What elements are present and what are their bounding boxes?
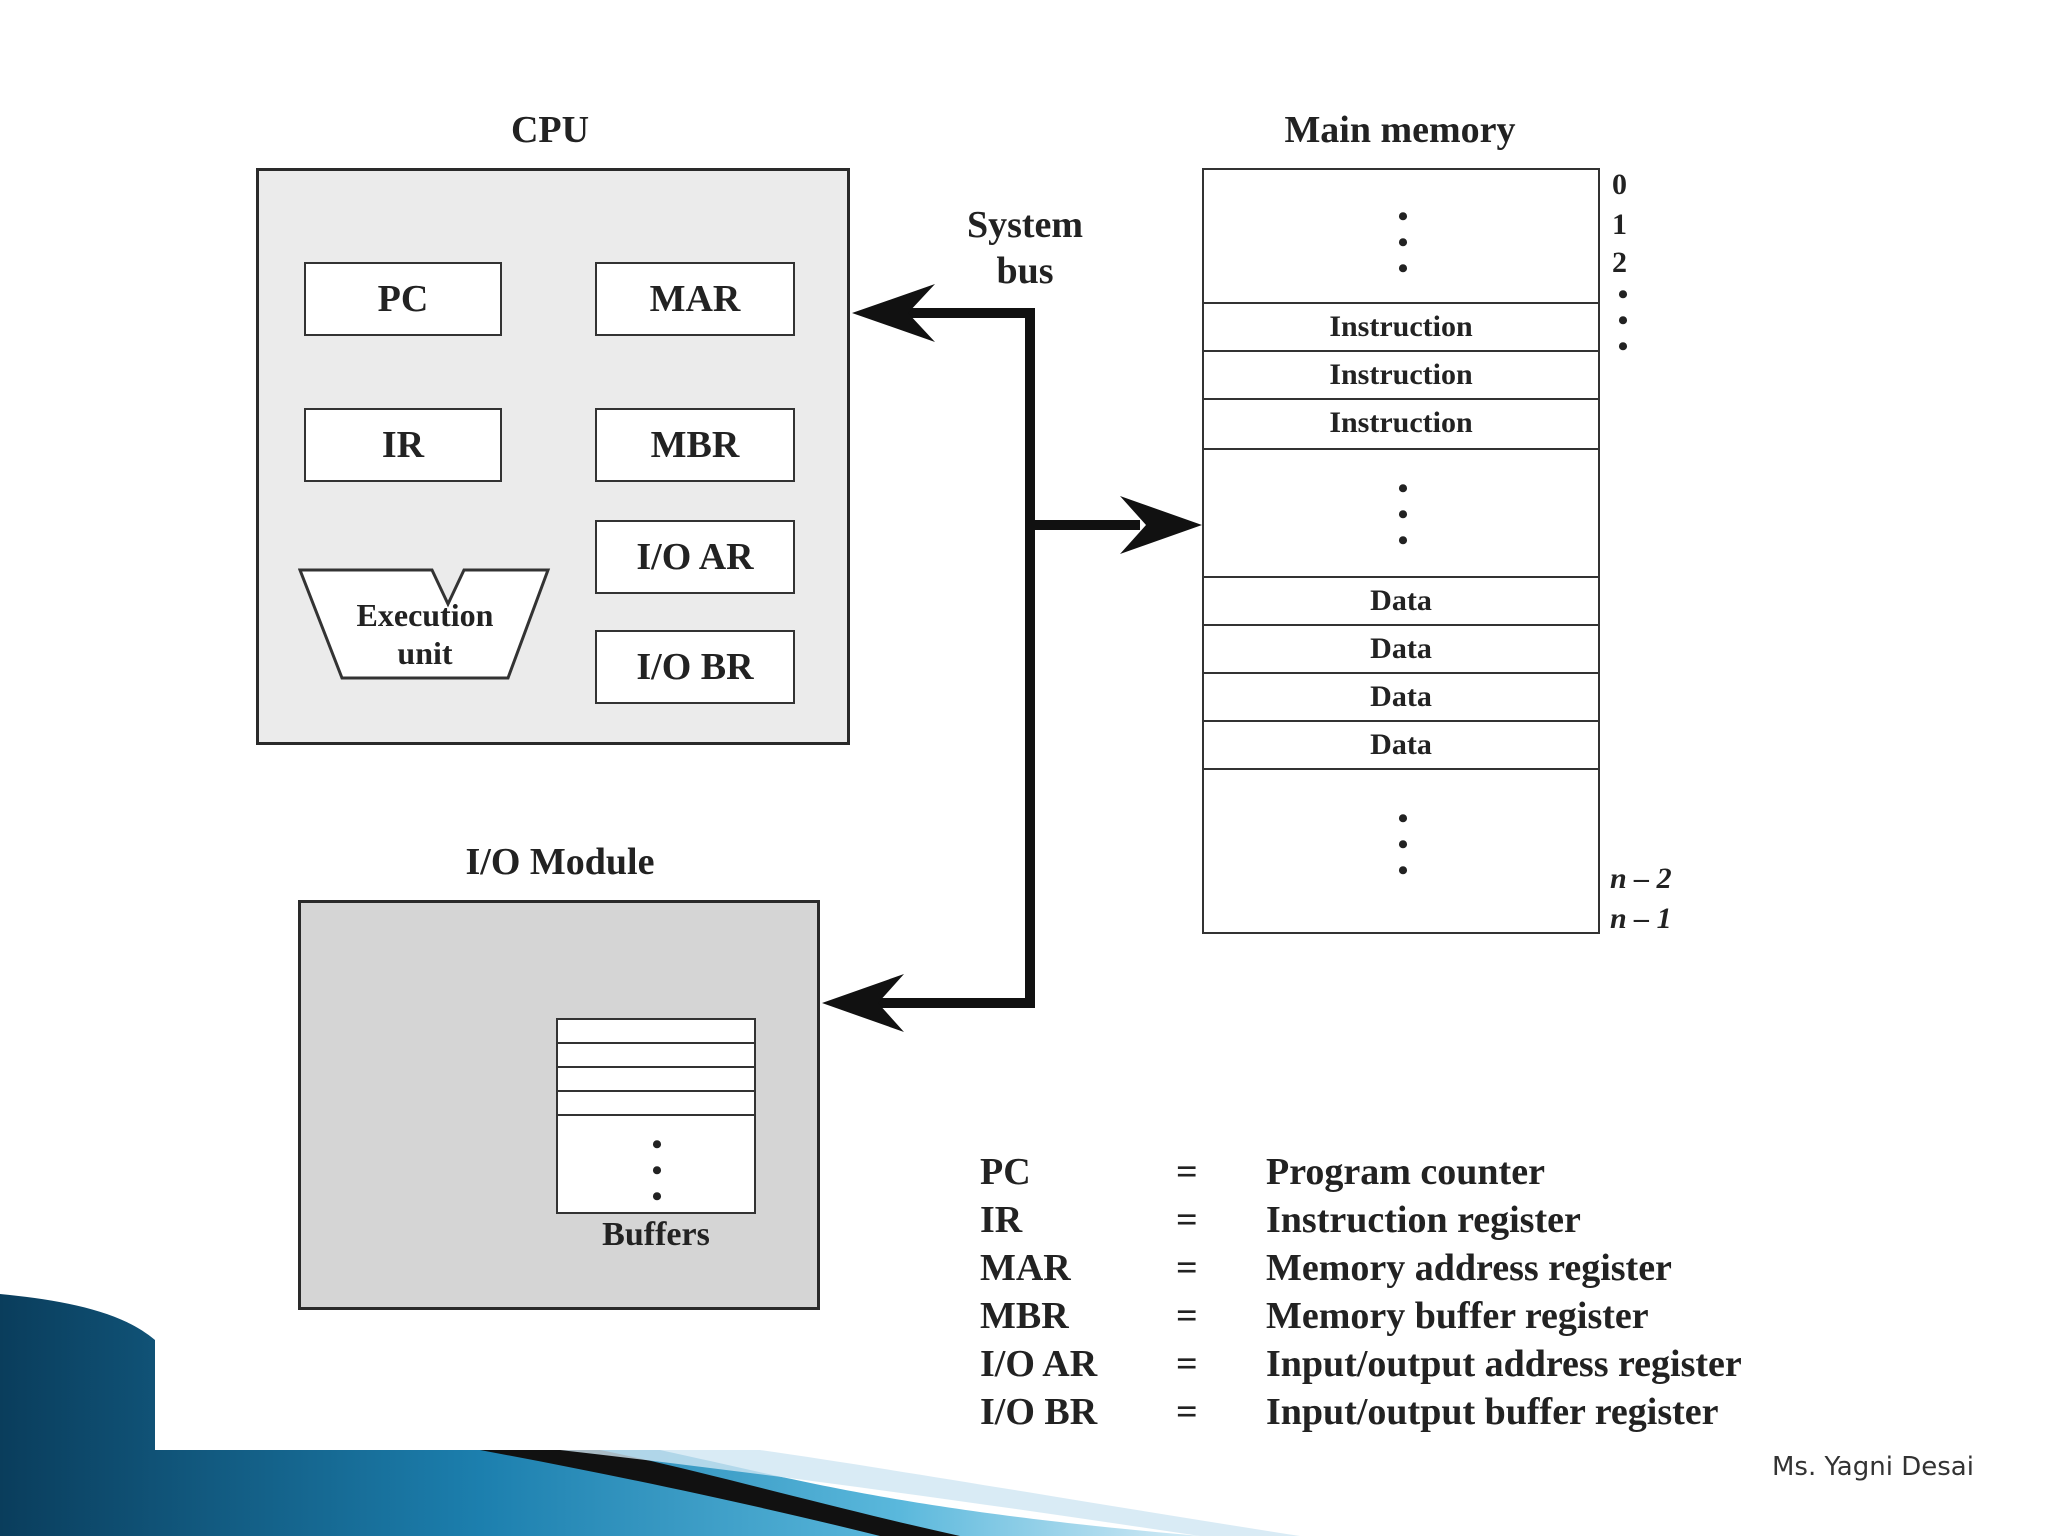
memory-divider xyxy=(1204,448,1598,450)
legend-abbr: I/O AR xyxy=(980,1343,1098,1385)
buffer-divider xyxy=(558,1114,754,1116)
execution-unit-line1: Execution xyxy=(356,597,494,633)
arrow-to-io-icon xyxy=(822,974,904,1032)
execution-unit-line2: unit xyxy=(397,635,453,671)
memory-instruction-2: Instruction xyxy=(1329,358,1473,391)
buffers-label: Buffers xyxy=(602,1216,710,1253)
system-bus-line1: System xyxy=(966,204,1084,246)
memory-divider xyxy=(1204,672,1598,674)
system-bus-line2: bus xyxy=(996,250,1054,292)
memory-divider xyxy=(1204,768,1598,770)
decorative-swoosh xyxy=(0,1294,1300,1536)
memory-divider xyxy=(1204,350,1598,352)
register-io-br: I/O BR xyxy=(595,630,795,704)
memory-bottom-dots: ••• xyxy=(1397,802,1409,887)
memory-block: ••• Instruction Instruction Instruction … xyxy=(1202,168,1600,934)
legend-description: Input/output buffer register xyxy=(1266,1391,1719,1433)
memory-divider xyxy=(1204,576,1598,578)
cpu-title: CPU xyxy=(510,109,590,151)
arrow-to-memory-icon xyxy=(1120,496,1202,554)
io-buffers: ••• xyxy=(556,1018,756,1214)
address-n-minus-2: n – 2 xyxy=(1610,862,1672,895)
legend-description: Memory buffer register xyxy=(1266,1295,1649,1337)
legend-description: Input/output address register xyxy=(1266,1343,1742,1385)
address-0: 0 xyxy=(1612,168,1627,201)
memory-data-2: Data xyxy=(1370,632,1432,665)
address-dots: ••• xyxy=(1617,278,1629,363)
address-2: 2 xyxy=(1612,246,1627,279)
memory-middle-dots: ••• xyxy=(1397,472,1409,557)
address-n-minus-1: n – 1 xyxy=(1610,902,1672,935)
legend-description: Memory address register xyxy=(1266,1247,1672,1289)
execution-unit-label: Execution unit xyxy=(330,596,520,672)
register-pc: PC xyxy=(304,262,502,336)
memory-divider xyxy=(1204,720,1598,722)
memory-divider xyxy=(1204,624,1598,626)
memory-divider xyxy=(1204,302,1598,304)
memory-data-3: Data xyxy=(1370,680,1432,713)
memory-instruction-1: Instruction xyxy=(1329,310,1473,343)
legend-description: Instruction register xyxy=(1266,1199,1581,1241)
legend-description: Program counter xyxy=(1266,1151,1545,1193)
legend-equals: = xyxy=(1176,1343,1198,1385)
memory-divider xyxy=(1204,398,1598,400)
register-mar: MAR xyxy=(595,262,795,336)
register-mbr: MBR xyxy=(595,408,795,482)
legend-equals: = xyxy=(1176,1295,1198,1337)
buffer-divider xyxy=(558,1066,754,1068)
legend-abbr: I/O BR xyxy=(980,1391,1098,1433)
legend-abbr: MAR xyxy=(980,1247,1071,1289)
legend-equals: = xyxy=(1176,1151,1198,1193)
buffer-divider xyxy=(558,1042,754,1044)
memory-data-1: Data xyxy=(1370,584,1432,617)
system-bus-label: System bus xyxy=(940,202,1110,294)
register-ir: IR xyxy=(304,408,502,482)
memory-title: Main memory xyxy=(1284,109,1516,151)
buffer-divider xyxy=(558,1090,754,1092)
footer-author: Ms. Yagni Desai xyxy=(1772,1452,1974,1482)
arrow-to-cpu-icon xyxy=(852,284,935,342)
buffer-dots: ••• xyxy=(651,1128,663,1213)
memory-data-4: Data xyxy=(1370,728,1432,761)
address-1: 1 xyxy=(1612,208,1627,241)
legend-abbr: MBR xyxy=(980,1295,1069,1337)
io-module-title: I/O Module xyxy=(465,841,655,883)
legend-abbr: IR xyxy=(980,1199,1023,1241)
legend-equals: = xyxy=(1176,1247,1198,1289)
legend-abbr: PC xyxy=(980,1151,1031,1193)
memory-instruction-3: Instruction xyxy=(1329,406,1473,439)
legend-equals: = xyxy=(1176,1391,1198,1433)
memory-top-dots: ••• xyxy=(1397,200,1409,285)
legend: PC = Program counter IR = Instruction re… xyxy=(978,1150,1798,1450)
register-io-ar: I/O AR xyxy=(595,520,795,594)
legend-equals: = xyxy=(1176,1199,1198,1241)
execution-unit-shape xyxy=(298,568,551,680)
